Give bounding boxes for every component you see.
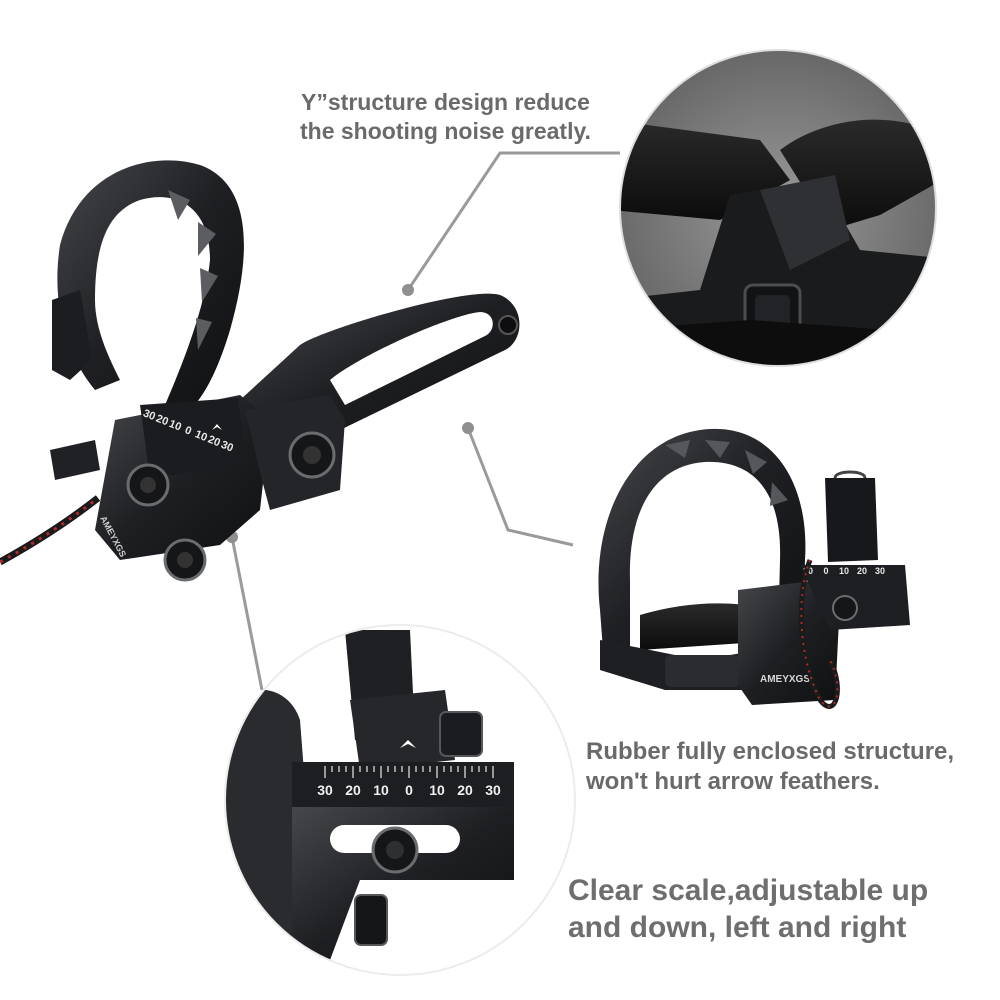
detail-circle-felt <box>620 50 936 366</box>
caption-y-line1: Y”structure design reduce <box>301 89 590 115</box>
main-scale-label: 10 <box>167 418 183 434</box>
leader-dot-y <box>402 284 414 296</box>
side-rubber-hoop <box>598 428 806 650</box>
main-scale-label: 30 <box>219 439 235 455</box>
side-scale-label: 20 <box>857 566 867 576</box>
bottom-scale-label: 30 <box>317 782 333 798</box>
caption-rubber-line2: won't hurt arrow feathers. <box>586 768 880 795</box>
caption-scale: Clear scale,adjustable up and down, left… <box>568 873 928 946</box>
bottom-scale-label: 10 <box>429 782 445 798</box>
side-scale-label: 30 <box>875 566 885 576</box>
caption-rubber-line1: Rubber fully enclosed structure, <box>586 738 955 765</box>
side-scale-label: 10 <box>839 566 849 576</box>
bottom-scale-label: 20 <box>345 782 361 798</box>
caption-scale-line2: and down, left and right <box>568 910 907 944</box>
detail-circle-scale-border <box>224 624 576 976</box>
caption-y-structure: Y”structure design reduce the shooting n… <box>300 88 591 146</box>
caption-y-line2: the shooting noise greatly. <box>300 117 591 144</box>
pull-cord <box>0 495 101 566</box>
main-scale-label: 10 <box>193 428 209 444</box>
bottom-scale-label: 20 <box>457 782 473 798</box>
bottom-scale-label: 30 <box>485 782 501 798</box>
caption-rubber: Rubber fully enclosed structure, won't h… <box>586 737 954 797</box>
bottom-scale-label: 10 <box>373 782 389 798</box>
side-brand-label: AMEYXGS <box>760 674 810 685</box>
side-scale-label: 0 <box>823 566 828 576</box>
rubber-hoop <box>57 160 244 410</box>
bottom-scale-ticks <box>324 766 494 778</box>
leader-dot-rubber <box>462 422 474 434</box>
detail-circle-felt-border <box>619 49 937 367</box>
main-scale-label: 30 <box>141 407 157 423</box>
knob-bottom <box>163 538 207 582</box>
bottom-scale-labels: 30 20 10 0 10 20 30 <box>317 782 501 798</box>
main-scale-label: 20 <box>154 413 170 429</box>
knob-front <box>126 463 170 507</box>
detail-circle-scale: 30 20 10 0 10 20 30 <box>225 625 575 975</box>
main-scale-label: 20 <box>206 434 222 450</box>
leader-lines <box>230 151 620 691</box>
caption-scale-line1: Clear scale,adjustable up <box>568 874 929 907</box>
leader-line-y <box>406 151 620 291</box>
bottom-scale-label: 0 <box>405 782 413 798</box>
main-scale-label: 0 <box>183 424 193 437</box>
leader-line-scale <box>230 536 264 691</box>
leader-line-rubber <box>466 427 574 547</box>
